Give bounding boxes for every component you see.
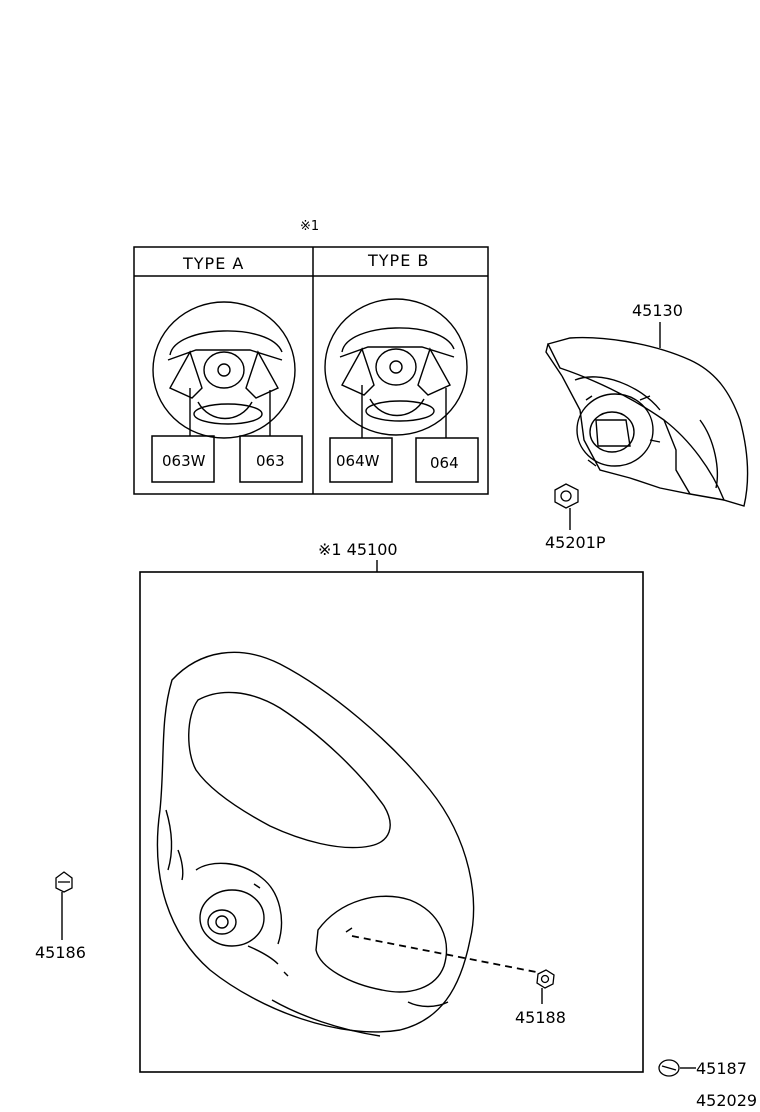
- clip-45187-drawing: [658, 1059, 680, 1077]
- type-a-wheel-drawing: [152, 301, 296, 439]
- type-a-header: TYPE A: [182, 254, 244, 273]
- wheel-frame: [139, 571, 644, 1073]
- part-label-45188: 45188: [515, 1008, 566, 1027]
- steering-wheel-drawing: [156, 651, 475, 1037]
- screw-dash-line: [351, 935, 537, 973]
- screw-45188-drawing: [536, 969, 555, 989]
- airbag-pad-drawing: [545, 336, 749, 507]
- code-064: 064: [430, 454, 459, 472]
- part-label-45201p: 45201P: [545, 533, 606, 552]
- code-063w: 063W: [162, 452, 206, 470]
- code-063: 063: [256, 452, 285, 470]
- part-label-45186: 45186: [35, 943, 86, 962]
- code-box-064w: [329, 437, 393, 483]
- code-box-063w: [151, 435, 215, 483]
- variants-note: ※1: [300, 219, 319, 234]
- type-b-wheel-drawing: [324, 298, 468, 438]
- code-064w: 064W: [336, 452, 380, 470]
- variant-table: [133, 246, 489, 495]
- type-b-header: TYPE B: [367, 251, 429, 270]
- nut-45201p-drawing: [554, 483, 579, 509]
- code-box-063: [239, 435, 303, 483]
- part-label-45187: 45187: [696, 1059, 747, 1078]
- clip-45186-drawing: [55, 871, 73, 893]
- figure-id: 452029: [696, 1091, 757, 1110]
- part-label-45130: 45130: [632, 301, 683, 320]
- part-label-45100: ※1 45100: [318, 540, 398, 559]
- code-box-064: [415, 437, 479, 483]
